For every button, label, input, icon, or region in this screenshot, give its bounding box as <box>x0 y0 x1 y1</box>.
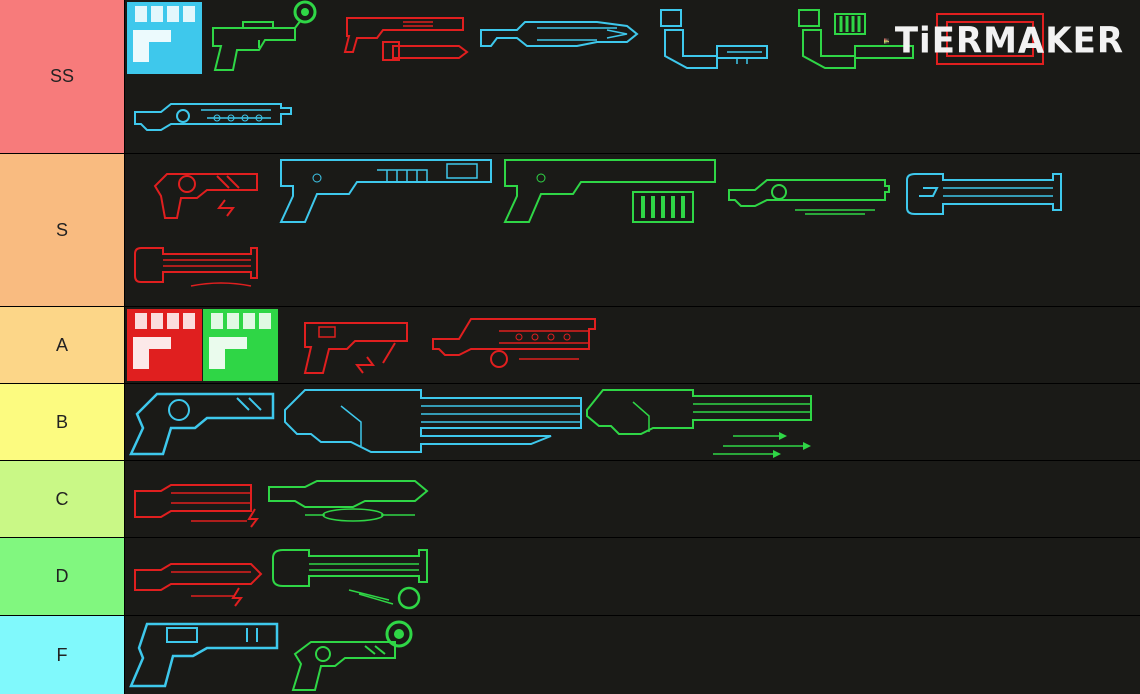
tier-row-s: S <box>0 154 1140 306</box>
tier-label-a: A <box>0 307 125 383</box>
tiermaker-logo-icon <box>884 38 889 44</box>
tier-label-text: SS <box>49 66 74 86</box>
tier-row-ss: SS <box>0 0 1140 153</box>
tier-row-d: D <box>0 538 1140 615</box>
tier-label-b: B <box>0 384 125 460</box>
revolver-spark-icon[interactable] <box>147 164 262 222</box>
fist-icon[interactable] <box>127 2 202 74</box>
tier-label-d: D <box>0 538 125 615</box>
railgun-icon[interactable] <box>281 386 585 458</box>
tiermaker-watermark: TiERMAKER <box>884 18 1124 64</box>
gatling-small-icon[interactable] <box>131 246 259 292</box>
revolver-target-icon[interactable] <box>285 618 419 692</box>
tier-label-ss: SS <box>0 0 125 153</box>
plasma-bolt-icon[interactable] <box>131 481 265 527</box>
shotgun-big-ammo-icon[interactable] <box>501 156 723 226</box>
rifle-chamber-icon[interactable] <box>725 166 895 216</box>
rifle-long-icon[interactable] <box>477 18 639 50</box>
shotgun-big-icon[interactable] <box>277 156 499 226</box>
shotgun-chainsaw-icon[interactable] <box>343 12 473 64</box>
tier-label-s: S <box>0 154 125 306</box>
rifle-chamber-icon[interactable] <box>429 315 599 375</box>
tier-row-b: B <box>0 384 1140 460</box>
tier-items-d <box>125 538 1140 615</box>
tier-label-f: F <box>0 616 125 694</box>
arm-launcher-ammo-icon[interactable] <box>795 6 935 70</box>
tier-label-text: B <box>55 411 68 432</box>
tier-label-text: A <box>55 334 68 355</box>
arm-launcher-icon[interactable] <box>657 6 782 70</box>
tier-row-a: A <box>0 307 1140 383</box>
tier-label-text: S <box>55 219 68 240</box>
railgun-missiles-icon[interactable] <box>583 386 817 458</box>
gatling-ball-icon[interactable] <box>269 544 431 610</box>
pistol-spark-icon[interactable] <box>295 317 415 377</box>
pistol-target-icon[interactable] <box>203 0 323 72</box>
tiermaker-watermark-text: TiERMAKER <box>894 20 1124 62</box>
plasma-long-icon[interactable] <box>265 477 433 525</box>
fist-icon[interactable] <box>203 309 278 381</box>
tier-items-a <box>125 307 1140 383</box>
plasma-bolt-icon[interactable] <box>131 560 265 606</box>
tier-items-s <box>125 154 1140 306</box>
rifle-long-icon[interactable] <box>131 94 296 134</box>
tier-items-ss <box>125 0 1140 153</box>
tier-items-c <box>125 461 1140 537</box>
tier-label-c: C <box>0 461 125 537</box>
tier-label-text: C <box>55 488 69 509</box>
revolver-icon[interactable] <box>127 388 277 458</box>
tier-label-text: D <box>55 566 69 586</box>
tier-items-f <box>125 616 1140 694</box>
tier-row-c: C <box>0 461 1140 537</box>
cannon-box-icon[interactable] <box>933 8 1053 70</box>
pistol-icon[interactable] <box>127 618 281 690</box>
tier-row-f: F <box>0 616 1140 694</box>
tier-label-text: F <box>56 644 68 665</box>
tier-items-b <box>125 384 1140 460</box>
fist-icon[interactable] <box>127 309 202 381</box>
gatling-icon[interactable] <box>903 170 1065 220</box>
